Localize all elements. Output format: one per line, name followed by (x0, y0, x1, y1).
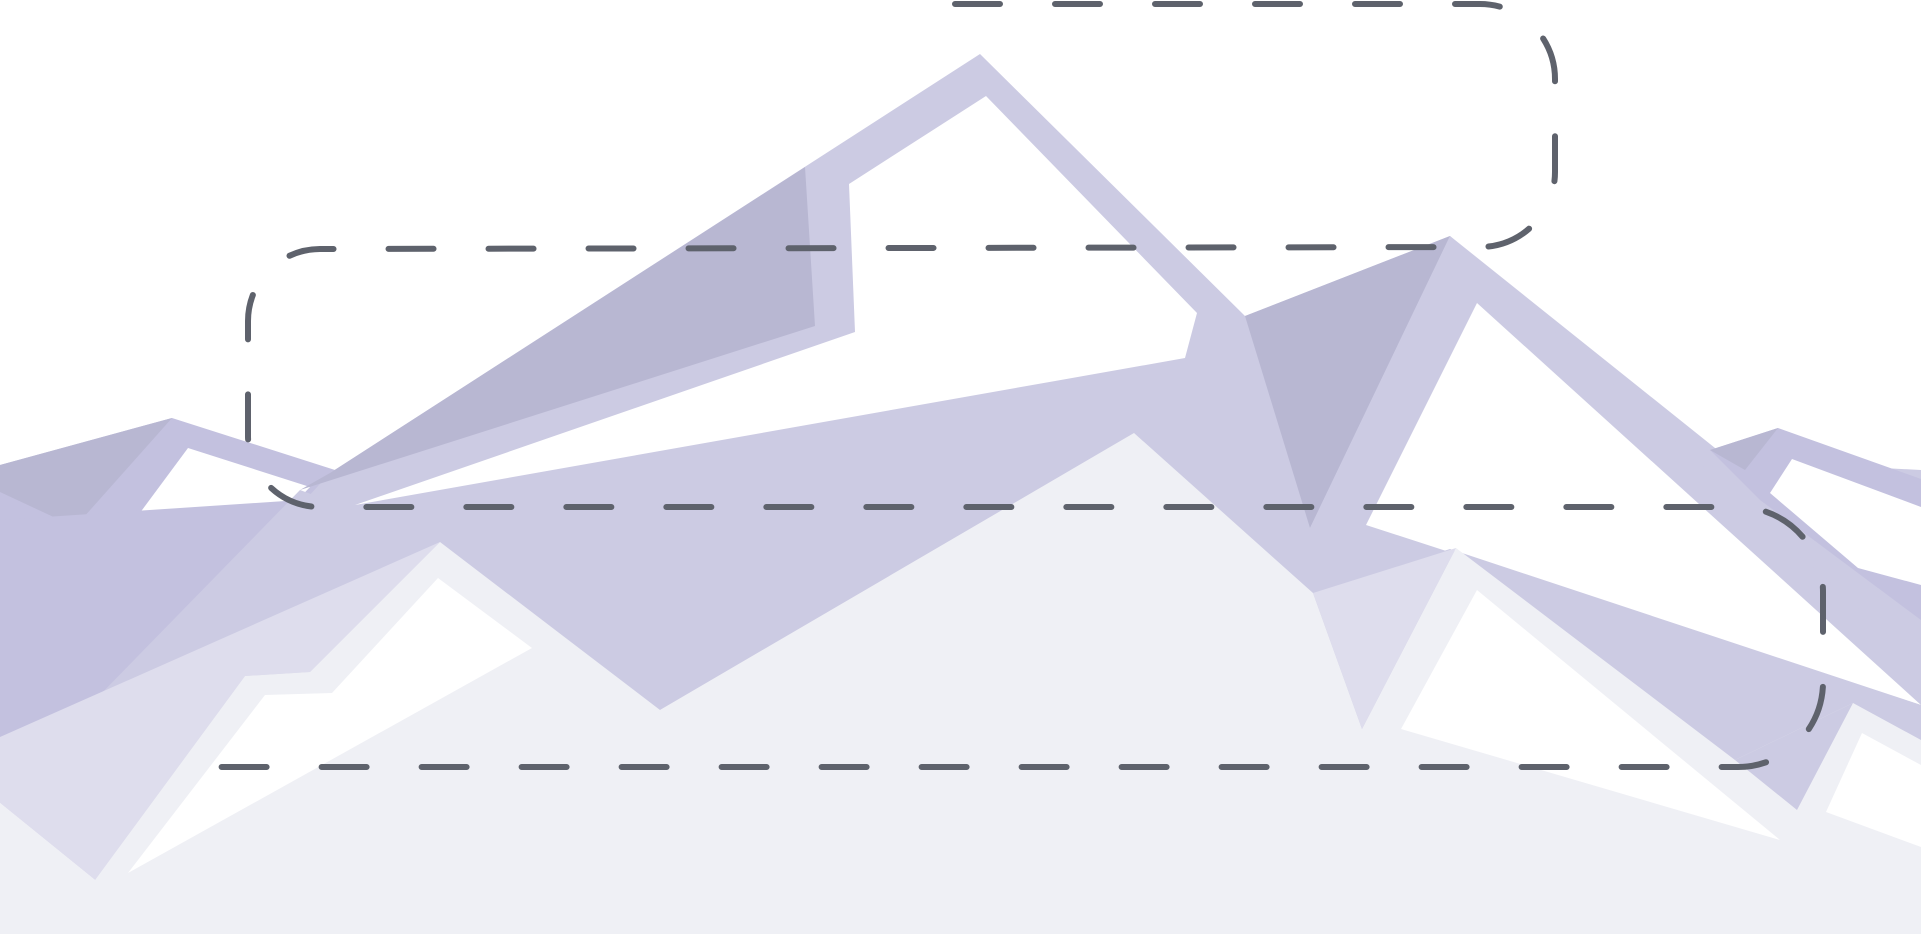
right-peak-snow (1366, 303, 1921, 705)
front-left-ridge (0, 542, 440, 880)
front-snow-ground (0, 433, 1921, 934)
front-right-small-ridge (1735, 703, 1853, 810)
left-small-peak-shadow (0, 418, 172, 527)
front-snow-field (0, 433, 1921, 934)
front-right-ridge (1313, 548, 1456, 729)
front-center-snow (1401, 590, 1780, 840)
dashed-trail-path-icon (207, 1, 1827, 770)
central-valley-shadow (1245, 236, 1450, 528)
far-right-peak-snow (1770, 459, 1921, 585)
front-left-snow (128, 578, 532, 873)
central-peak-snow (355, 96, 1197, 505)
far-right-peak-shadow (1710, 428, 1778, 470)
trail-segment (207, 1, 1827, 770)
front-right-snow (1826, 733, 1921, 847)
